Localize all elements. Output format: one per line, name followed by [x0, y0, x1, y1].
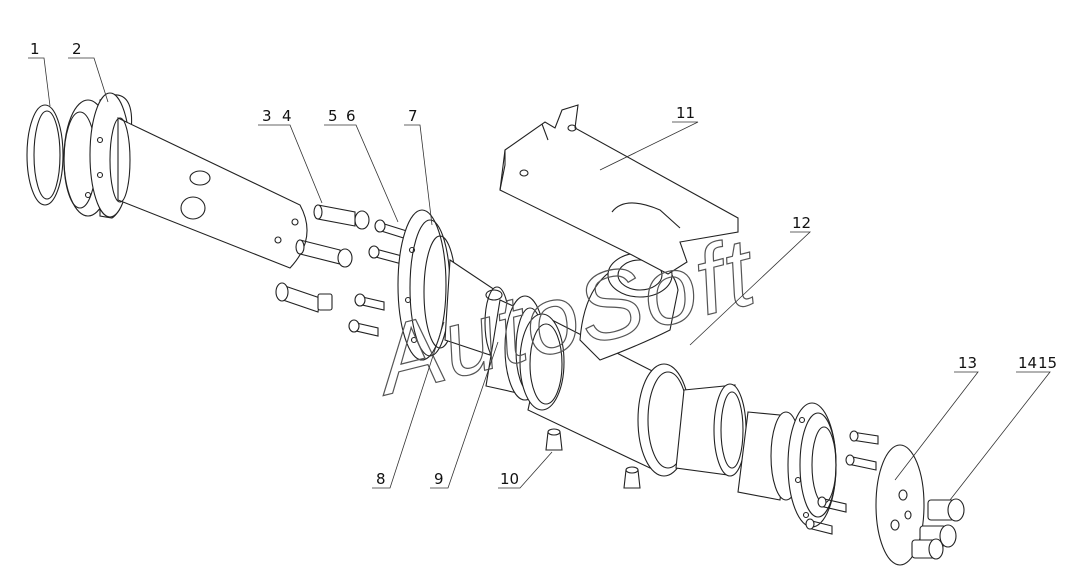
- callout-5: 5: [328, 107, 338, 125]
- callout-3: 3: [262, 107, 272, 125]
- part-5-6-studs: [348, 219, 411, 337]
- callout-12: 12: [792, 214, 811, 232]
- callout-7: 7: [408, 107, 418, 125]
- part-3-4-bolts: [275, 204, 370, 313]
- callout-2: 2: [72, 40, 82, 58]
- callout-15: 15: [1038, 354, 1057, 372]
- part-1-o-ring: [26, 104, 64, 206]
- callout-8: 8: [376, 470, 386, 488]
- right-bolts: [805, 430, 879, 535]
- part-13-cover-plate: [875, 444, 925, 566]
- part-14-15-nipples: [911, 498, 965, 560]
- callout-13: 13: [958, 354, 977, 372]
- callout-9: 9: [434, 470, 444, 488]
- callout-10: 10: [500, 470, 519, 488]
- callout-14: 14: [1018, 354, 1037, 372]
- part-11-bracket: [499, 104, 739, 275]
- callout-labels: 1 2 3 4 5 6 7 8 9 10 11 12 13 14 15: [30, 40, 1057, 488]
- callout-6: 6: [346, 107, 356, 125]
- part-12-main-body: [519, 252, 691, 477]
- leader-lines: [28, 57, 1051, 501]
- callout-1: 1: [30, 40, 40, 58]
- right-end-assembly: [675, 383, 837, 528]
- callout-11: 11: [676, 104, 695, 122]
- callout-4: 4: [282, 107, 292, 125]
- part-10-grease-fitting: [545, 428, 641, 489]
- part-2-flanged-housing: [63, 92, 308, 269]
